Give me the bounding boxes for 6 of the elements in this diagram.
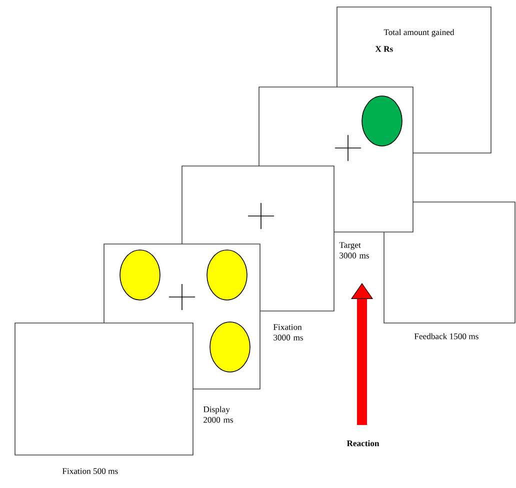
duration-caption: Fixation 3000 ms bbox=[273, 324, 303, 340]
duration-caption: Display 2000 ms bbox=[203, 406, 233, 423]
duration-caption: Target 3000 ms bbox=[339, 242, 369, 258]
duration-caption: Fixation 500 ms bbox=[62, 468, 118, 474]
reaction-label: Reaction bbox=[346, 440, 380, 446]
duration-caption: Feedback 1500 ms bbox=[414, 333, 478, 340]
